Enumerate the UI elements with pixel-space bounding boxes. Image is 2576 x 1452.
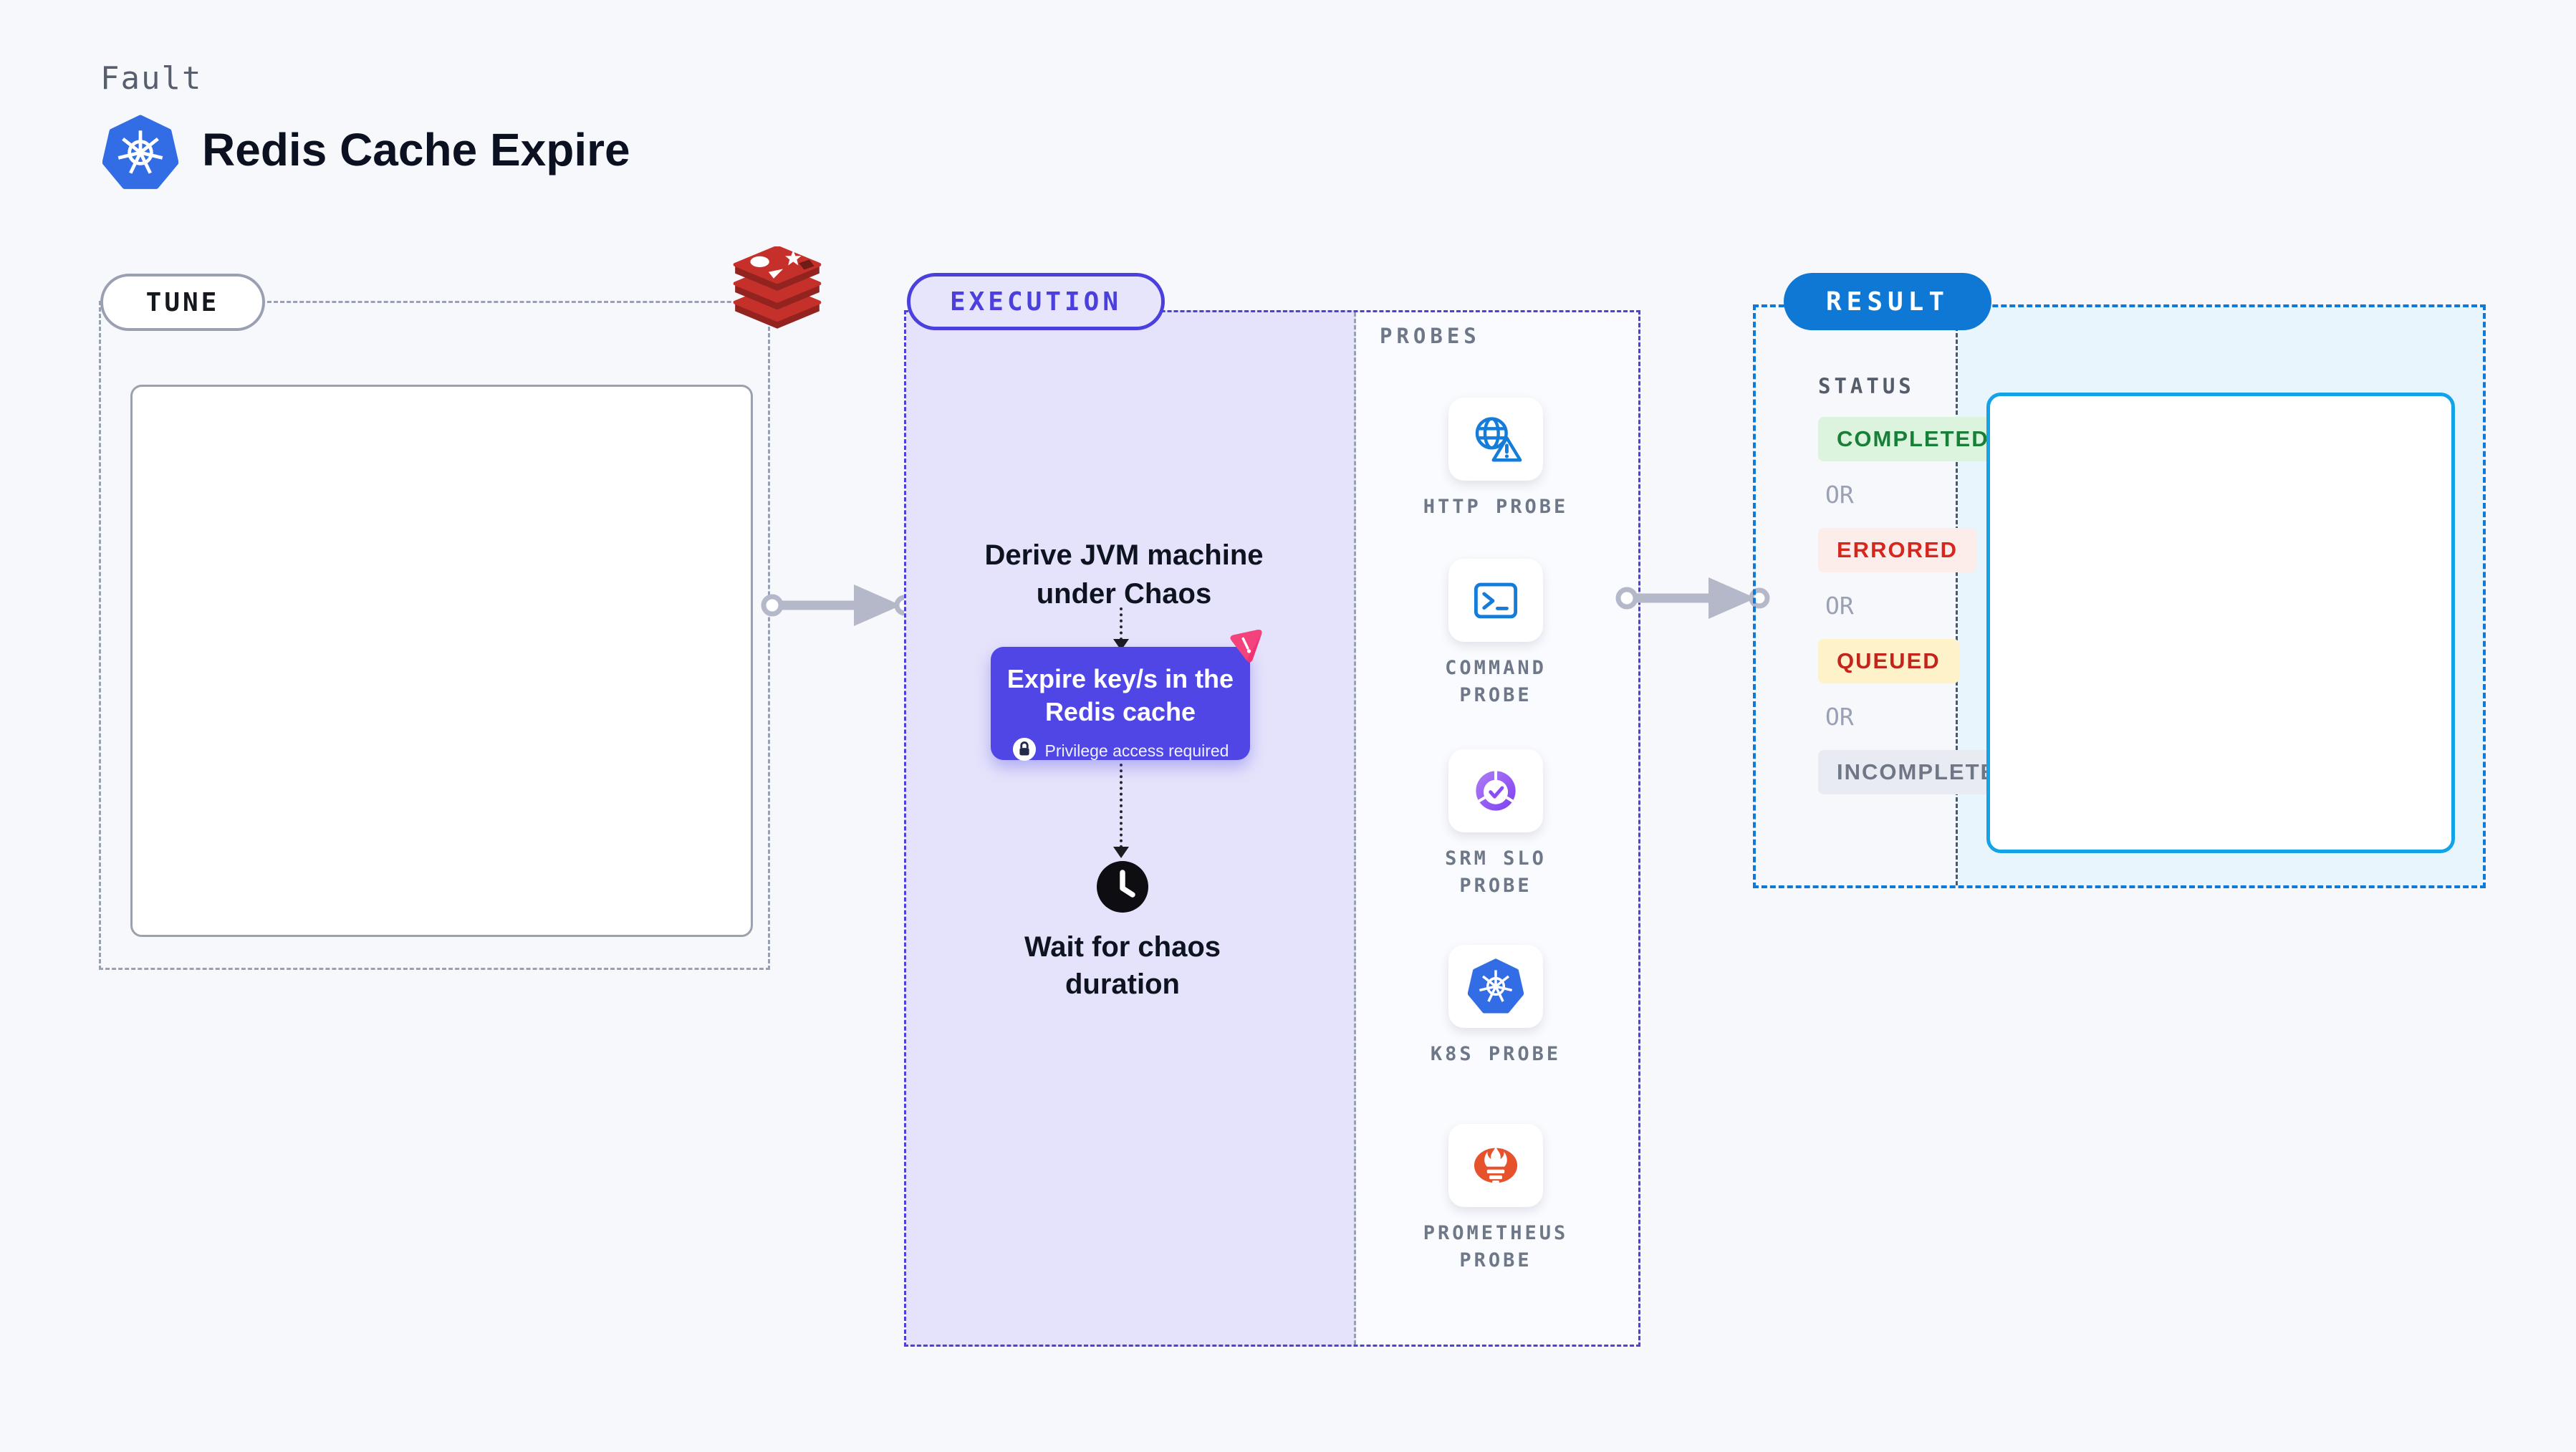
redis-icon [726, 245, 828, 340]
status-badge-queued: QUEUED [1818, 639, 1959, 683]
probe-k8s: K8S PROBE [1354, 945, 1638, 1068]
kubernetes-icon [102, 115, 179, 191]
probe-label: SRM SLO PROBE [1445, 847, 1547, 897]
globe-probe-icon [1448, 398, 1543, 481]
probe-globe: HTTP PROBE [1354, 398, 1638, 521]
status-badge-errored: ERRORED [1818, 528, 1977, 572]
or-separator: OR [1825, 592, 1854, 620]
chaos-action-title: Expire key/s in the Redis cache [1006, 664, 1234, 726]
litmus-chaos-icon [1226, 626, 1267, 666]
derive-step-text: Derive JVM machine under Chaos [984, 539, 1264, 610]
probe-label: K8S PROBE [1430, 1043, 1562, 1065]
flow-dotted-line [1120, 764, 1123, 848]
execution-probes-divider [1354, 312, 1356, 1345]
probe-srm: SRM SLO PROBE [1354, 749, 1638, 900]
flow-arrowhead [1113, 847, 1129, 858]
page-title: Redis Cache Expire [202, 124, 630, 176]
prometheus-probe-icon [1448, 1124, 1543, 1207]
status-label: STATUS [1818, 374, 1915, 398]
execution-to-result-arrow [1615, 577, 1770, 619]
tune-section-badge: TUNE [100, 274, 265, 331]
srm-probe-icon [1448, 749, 1543, 832]
probe-label: HTTP PROBE [1423, 496, 1569, 518]
execution-section-badge: EXECUTION [907, 273, 1165, 330]
probe-label: COMMAND PROBE [1445, 657, 1547, 706]
result-section-badge: RESULT [1784, 273, 1991, 330]
probe-label: PROMETHEUS PROBE [1423, 1222, 1569, 1271]
flow-dotted-line [1120, 607, 1123, 640]
clock-icon [1095, 860, 1150, 914]
lock-icon [1012, 737, 1037, 764]
user-inputs-card [130, 385, 753, 937]
privilege-note: Privilege access required [1044, 741, 1229, 760]
tune-to-execution-arrow [761, 585, 915, 626]
chaos-action-card: Expire key/s in the Redis cache Privileg… [991, 647, 1250, 761]
status-badge-completed: COMPLETED [1818, 417, 2008, 461]
wait-step-text: Wait for chaos duration [1024, 931, 1221, 1000]
probe-command: COMMAND PROBE [1354, 559, 1638, 709]
or-separator: OR [1825, 703, 1854, 731]
tune-section-box [99, 301, 770, 970]
result-section-box [1753, 304, 2486, 888]
probes-label: PROBES [1380, 324, 1481, 348]
or-separator: OR [1825, 481, 1854, 509]
output-card [1986, 393, 2455, 853]
fault-kind-label: Fault [100, 60, 203, 97]
k8s-probe-icon [1448, 945, 1543, 1028]
command-probe-icon [1448, 559, 1543, 642]
probe-prometheus: PROMETHEUS PROBE [1354, 1124, 1638, 1274]
